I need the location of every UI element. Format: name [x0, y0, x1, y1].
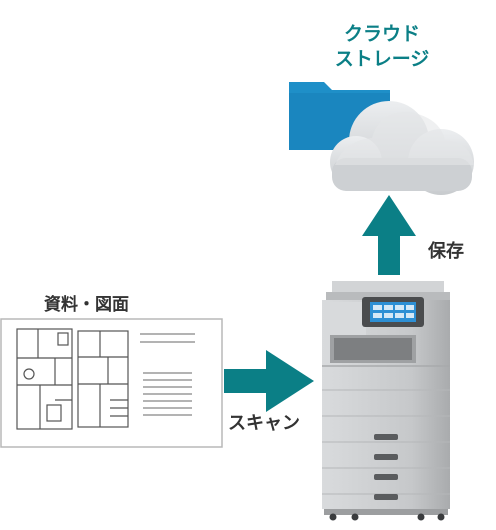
floor-plan-right: [77, 330, 129, 428]
cloud-storage-title-line1: クラウド: [343, 23, 420, 45]
copier-machine: [322, 281, 450, 521]
cloud-icon: [330, 101, 474, 195]
save-label: 保存: [428, 241, 464, 262]
cloud-storage-title-line2: ストレージ: [334, 48, 430, 70]
floor-plan-document: [0, 318, 223, 448]
copier-control-panel: [362, 297, 424, 327]
copier-wheels: [329, 513, 445, 521]
copier-paper-drawers: [322, 389, 450, 500]
document-text-lines: [140, 333, 195, 416]
floor-plan-left: [16, 328, 73, 430]
scan-arrow-right: [224, 350, 314, 412]
cloud-storage-title: クラウド ストレージ: [312, 22, 452, 72]
save-arrow-up: [362, 195, 416, 275]
scan-label: スキャン: [228, 413, 300, 434]
documents-title: 資料・図面: [44, 295, 129, 315]
